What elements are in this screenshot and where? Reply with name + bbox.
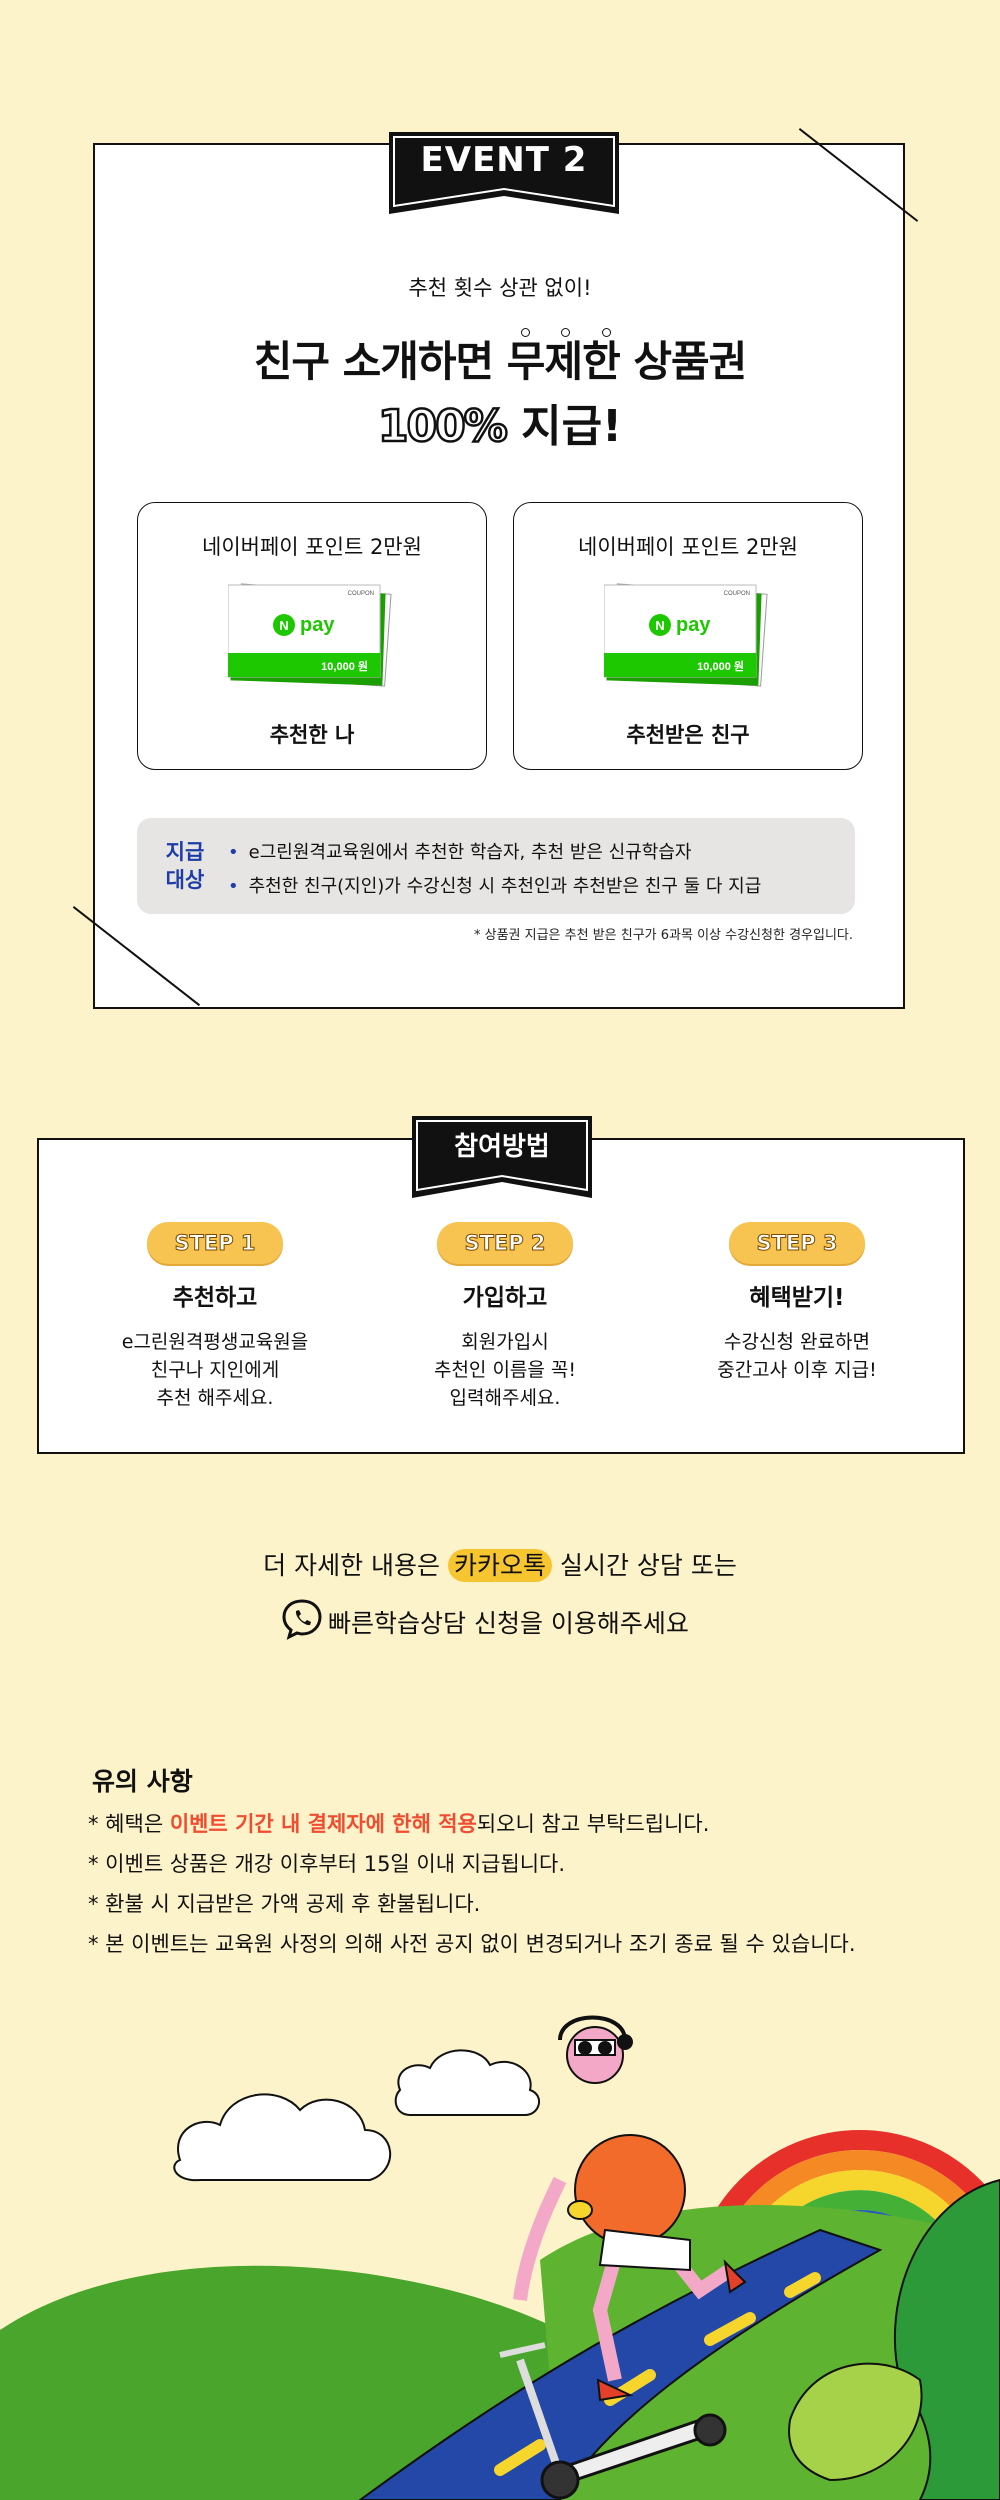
scooter-rainbow-illustration (0, 2015, 1000, 2500)
kakaotalk-link[interactable]: 카카오톡 (447, 1549, 552, 1582)
step-pill: STEP 2 (437, 1222, 573, 1264)
target-label-line1: 지급 (165, 840, 205, 864)
percent-text: 100% (377, 400, 509, 454)
how-to-box (37, 1138, 965, 1454)
target-item: •추천한 친구(지인)가 수강신청 시 추천인과 추천받은 친구 둘 다 지급 (228, 876, 762, 897)
card-title: 네이버페이 포인트 2만원 (578, 535, 798, 559)
card-title: 네이버페이 포인트 2만원 (202, 535, 422, 559)
svg-text:COUPON: COUPON (724, 591, 750, 597)
naver-pay-coupon-icon: N pay COUPON 10,000 원 (604, 583, 768, 687)
rider-character-icon (513, 2015, 747, 2402)
svg-text:10,000 원: 10,000 원 (321, 659, 368, 673)
emphasis-dot (602, 328, 611, 337)
contact-line: 더 자세한 내용은 카카오톡 실시간 상담 또는 (263, 1549, 737, 1582)
step-title: 가입하고 (462, 1285, 548, 1311)
leaf-icon (788, 2362, 923, 2482)
event-subtitle: 추천 횟수 상관 없이! (408, 276, 592, 300)
svg-text:pay: pay (676, 614, 711, 636)
card-label: 추천한 나 (269, 723, 355, 747)
caution-line: * 본 이벤트는 교육원 사정의 의해 사전 공지 없이 변경되거나 조기 종료… (88, 1932, 856, 1956)
svg-text:N: N (655, 618, 664, 633)
svg-text:N: N (279, 618, 288, 633)
svg-text:COUPON: COUPON (348, 591, 374, 597)
target-label-line2: 대상 (165, 868, 205, 892)
event-headline: 친구 소개하면 무제한 상품권 (253, 337, 748, 386)
svg-text:10,000 원: 10,000 원 (697, 659, 744, 673)
emphasis-dot (561, 328, 570, 337)
card-label: 추천받은 친구 (626, 723, 750, 747)
how-badge (412, 1116, 592, 1198)
step-title: 추천하고 (172, 1285, 258, 1311)
caution-line: * 혜택은 이벤트 기간 내 결제자에 한해 적용되오니 참고 부탁드립니다. (88, 1812, 710, 1836)
event-badge (389, 132, 619, 214)
target-info-box (137, 818, 855, 914)
reward-card-referrer: 네이버페이 포인트 2만원 N pay COUPON 10,000 원 추천한 … (137, 502, 487, 770)
leaf-icon (893, 2178, 1000, 2500)
event-headline-2: 100% 지급! (0, 390, 1000, 454)
step-pill: STEP 1 (147, 1222, 283, 1264)
quick-consult-link[interactable]: 빠른학습상담 신청을 이용해주세요 (328, 1609, 689, 1638)
how-badge-label: 참여방법 (454, 1132, 550, 1162)
chat-phone-icon[interactable] (281, 1598, 323, 1640)
naver-pay-coupon-icon: N pay COUPON 10,000 원 (228, 583, 392, 687)
event-footnote: * 상품권 지급은 추천 받은 친구가 6과목 이상 수강신청한 경우입니다. (473, 928, 853, 943)
road-lines (494, 2272, 821, 2476)
reward-card-friend: 네이버페이 포인트 2만원 N pay COUPON 10,000 원 추천받은… (513, 502, 863, 770)
step-pill: STEP 3 (729, 1222, 865, 1264)
emphasis-dot (521, 328, 530, 337)
target-item: •e그린원격교육원에서 추천한 학습자, 추천 받은 신규학습자 (228, 842, 692, 863)
svg-text:pay: pay (300, 614, 335, 636)
scooter-icon (499, 2342, 727, 2500)
caution-line: * 환불 시 지급받은 가액 공제 후 환불됩니다. (88, 1892, 481, 1916)
headline-rest: 지급! (505, 401, 623, 452)
cloud-icon (173, 2093, 392, 2182)
caution-line: * 이벤트 상품은 개강 이후부터 15일 이내 지급됩니다. (88, 1852, 566, 1876)
event-badge-label: EVENT 2 (420, 140, 588, 180)
caution-title: 유의 사항 (92, 1767, 193, 1796)
road (358, 2228, 883, 2500)
step-title: 혜택받기! (749, 1285, 845, 1311)
cloud-icon (394, 2049, 540, 2116)
